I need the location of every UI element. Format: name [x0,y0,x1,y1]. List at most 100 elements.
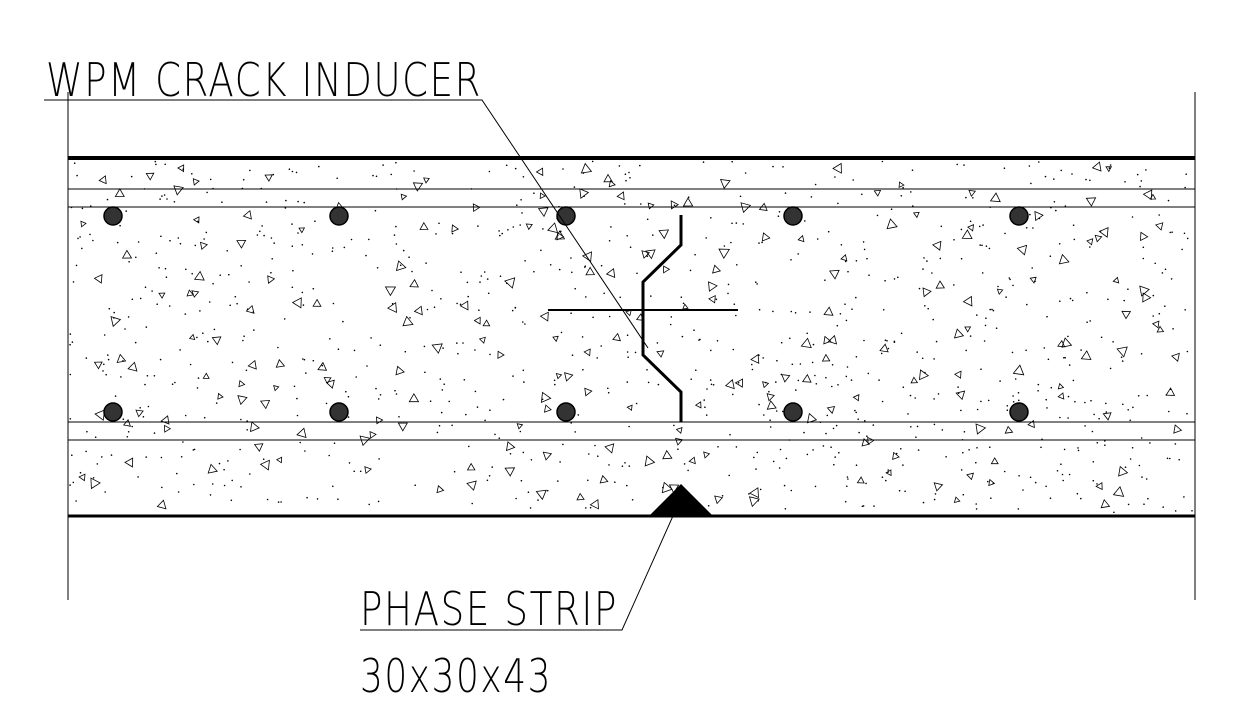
hatch-dot [76,174,78,177]
hatch-dot [451,424,453,427]
hatch-dot [69,343,71,346]
hatch-dot [433,306,436,309]
hatch-dot [293,385,296,388]
hatch-aggregate [823,306,834,316]
hatch-dot [1145,169,1147,171]
hatch-dot [212,282,214,285]
hatch-dot [670,316,673,318]
hatch-dot [1161,272,1164,274]
hatch-dot [266,498,269,501]
hatch-dot [440,298,442,300]
hatch-aggregate [821,353,831,362]
hatch-dot [960,257,963,260]
hatch-dot [215,402,218,404]
hatch-dot [963,431,966,433]
hatch-dot [443,383,446,386]
hatch-dot [196,387,199,389]
hatch-dot [153,375,156,377]
hatch-dot [862,241,865,243]
hatch-dot [992,309,995,312]
hatch-aggregate [616,191,625,201]
hatch-dot [474,390,477,393]
hatch-aggregate [547,222,559,234]
hatch-dot [231,361,234,364]
hatch-dot [902,464,904,466]
hatch-dot [917,449,920,451]
hatch-dot [855,260,858,262]
hatch-aggregate [459,300,469,311]
hatch-dot [96,463,99,465]
hatch-dot [1184,309,1186,311]
hatch-dot [855,356,858,358]
hatch-dot [600,345,602,347]
hatch-dot [1004,232,1006,235]
hatch-aggregate [395,260,407,272]
hatch-dot [236,302,238,305]
rebar-bottom-4 [783,402,803,422]
hatch-dot [1089,246,1091,248]
hatch-dot [751,363,753,366]
hatch-dot [772,165,774,168]
hatch-dot [1069,297,1072,300]
hatch-aggregate [682,303,689,310]
hatch-aggregate [419,221,429,231]
hatch-dot [683,463,686,465]
hatch-dot [489,353,491,356]
hatch-dot [778,467,781,469]
hatch-dot [731,222,733,225]
hatch-dot [1062,479,1064,482]
hatch-aggregate [919,369,930,381]
hatch-aggregate [478,336,486,344]
hatch-dot [772,460,775,463]
hatch-dot [347,395,350,398]
hatch-dot [221,201,223,203]
rebar-top-5 [1009,206,1029,226]
hatch-dot [924,305,926,307]
hatch-aggregate [466,480,477,491]
hatch-dot [1059,300,1061,303]
hatch-dot [451,232,454,235]
hatch-dot [368,503,371,506]
hatch-dot [395,393,398,395]
hatch-aggregate [359,435,371,447]
hatch-dot [629,246,632,248]
hatch-dot [519,430,522,433]
hatch-aggregate [1100,499,1111,509]
hatch-dot [378,458,380,460]
hatch-dot [81,207,84,210]
hatch-aggregate [369,430,377,439]
hatch-dot [592,316,594,319]
hatch-dot [1167,199,1170,202]
hatch-dot [514,167,517,170]
hatch-dot [778,211,781,213]
hatch-dot [1147,497,1149,500]
hatch-dot [161,486,163,489]
hatch-dot [1076,492,1079,495]
hatch-aggregate [90,477,101,490]
hatch-dot [933,423,936,426]
hatch-dot [520,199,522,201]
hatch-dot [783,484,786,487]
hatch-dot [512,226,515,228]
hatch-dot [825,432,827,435]
hatch-aggregate [177,164,185,173]
hatch-dot [1145,478,1148,480]
hatch-dot [297,200,299,203]
hatch-aggregate [675,427,683,434]
hatch-dot [263,234,265,237]
hatch-dot [1031,267,1033,269]
hatch-dot [128,261,130,263]
hatch-dot [991,308,993,311]
hatch-dot [1073,238,1076,241]
hatch-dot [910,426,912,428]
hatch-dot [399,264,402,267]
hatch-dot [768,390,770,393]
hatch-aggregate [436,485,445,494]
hatch-dot [851,308,853,311]
hatch-aggregate [1086,238,1094,246]
hatch-dot [847,270,849,273]
hatch-dot [863,248,866,251]
hatch-dot [156,303,158,306]
hatch-dot [478,309,480,312]
hatch-dot [299,441,302,444]
